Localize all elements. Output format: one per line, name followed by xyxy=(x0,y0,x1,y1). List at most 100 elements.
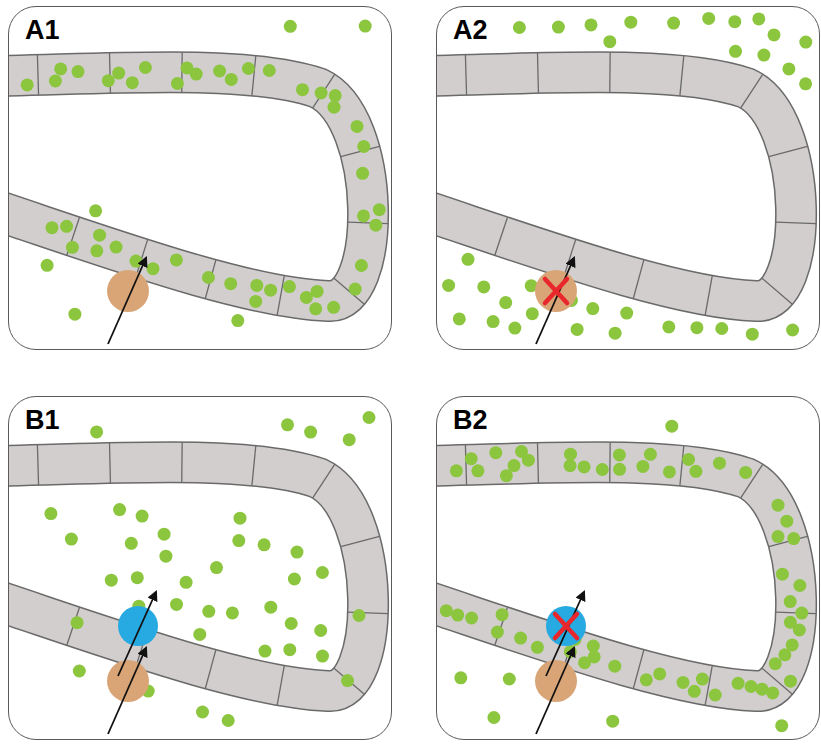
molecule-dot xyxy=(613,448,626,461)
molecule-dot xyxy=(662,320,675,333)
molecule-dot xyxy=(351,120,364,133)
molecule-dot xyxy=(508,322,521,335)
molecule-dot xyxy=(552,21,565,34)
molecule-dot xyxy=(112,67,125,80)
molecule-dot xyxy=(636,460,649,473)
molecule-dot xyxy=(349,283,362,296)
molecule-dot xyxy=(784,595,797,608)
panel-frame: A2 xyxy=(436,6,820,350)
molecule-dot xyxy=(357,140,370,153)
molecule-dot xyxy=(373,203,386,216)
molecule-dot xyxy=(296,83,309,96)
epithelium-band xyxy=(9,72,368,301)
block-cross xyxy=(545,279,567,303)
molecule-dot xyxy=(769,657,782,670)
molecule-dot xyxy=(471,464,484,477)
molecule-dot xyxy=(41,259,54,272)
molecule-dot xyxy=(515,445,528,458)
molecule-dot xyxy=(606,715,619,728)
transport-arrow xyxy=(108,648,146,734)
molecule-dot xyxy=(487,711,500,724)
molecule-dot xyxy=(171,77,184,90)
transport-arrow xyxy=(546,592,584,676)
cell-border xyxy=(537,443,539,483)
molecule-dot xyxy=(453,312,466,325)
molecule-dot xyxy=(259,645,272,658)
molecule-dot xyxy=(264,601,277,614)
molecule-dot xyxy=(756,683,769,696)
molecule-dot xyxy=(689,465,702,478)
molecule-dot xyxy=(283,280,296,293)
epithelium-band xyxy=(9,462,368,691)
cell-border xyxy=(762,278,792,304)
panel-frame: B1 xyxy=(8,396,392,740)
molecule-dot xyxy=(696,673,709,686)
cell-border xyxy=(495,217,508,255)
molecule-dot xyxy=(363,411,376,424)
molecule-dot xyxy=(752,12,765,25)
molecule-dot xyxy=(746,328,759,341)
panel-frame: A1 xyxy=(8,6,392,350)
molecule-dot xyxy=(309,302,322,315)
panel-art xyxy=(0,20,388,344)
molecule-dot xyxy=(234,512,247,525)
cell-border xyxy=(277,666,284,705)
cell-border xyxy=(633,260,644,299)
block-cross xyxy=(545,279,567,303)
cell-border xyxy=(313,464,335,497)
panel-label: B2 xyxy=(453,407,488,434)
cell-border xyxy=(181,442,183,482)
panel-content xyxy=(437,12,816,344)
molecule-dot xyxy=(328,101,341,114)
molecule-dot xyxy=(786,638,799,651)
molecule-dot xyxy=(450,464,463,477)
molecule-dot xyxy=(586,302,599,315)
cell-border xyxy=(537,53,539,93)
molecule-dot xyxy=(454,671,467,684)
panel-art xyxy=(426,420,816,734)
transporter-blue xyxy=(118,606,158,646)
molecule-dot xyxy=(782,62,795,75)
molecule-dot xyxy=(54,62,67,75)
cell-border xyxy=(341,536,380,546)
molecule-dot xyxy=(46,221,59,234)
molecule-dot xyxy=(21,78,34,91)
molecule-dot xyxy=(225,73,238,86)
molecule-dot xyxy=(603,35,616,48)
molecule-dot xyxy=(139,61,152,74)
molecule-dot xyxy=(180,576,193,589)
molecule-dot xyxy=(281,418,294,431)
epithelium-outline xyxy=(437,462,796,691)
epithelium-outline xyxy=(9,462,368,691)
transport-arrow xyxy=(536,258,574,344)
molecule-dot xyxy=(316,566,329,579)
molecule-dot xyxy=(196,706,209,719)
molecule-dot xyxy=(640,673,653,686)
molecule-dot xyxy=(193,628,206,641)
molecule-dot xyxy=(102,74,115,87)
molecule-dot xyxy=(291,546,304,559)
cell-border xyxy=(109,443,111,483)
molecule-dot xyxy=(677,676,690,689)
cell-border xyxy=(741,74,763,107)
molecule-dot xyxy=(451,609,464,622)
molecule-dot xyxy=(136,510,149,523)
molecule-dot xyxy=(181,61,194,74)
cell-border xyxy=(705,276,712,315)
molecule-dot xyxy=(564,459,577,472)
molecule-dot xyxy=(514,632,527,645)
panel-label: B1 xyxy=(25,407,60,434)
molecule-dot xyxy=(768,28,781,41)
molecule-dot xyxy=(353,609,366,622)
molecule-dot xyxy=(776,568,789,581)
molecule-dot xyxy=(585,18,598,31)
panel-label: A2 xyxy=(453,17,488,44)
molecule-dot xyxy=(170,253,183,266)
cell-border xyxy=(680,446,684,486)
cell-border xyxy=(37,55,38,95)
molecule-dot xyxy=(90,425,103,438)
cell-border xyxy=(609,442,611,482)
molecule-dot xyxy=(90,244,103,257)
molecule-dot xyxy=(690,321,703,334)
molecule-dot xyxy=(224,277,237,290)
